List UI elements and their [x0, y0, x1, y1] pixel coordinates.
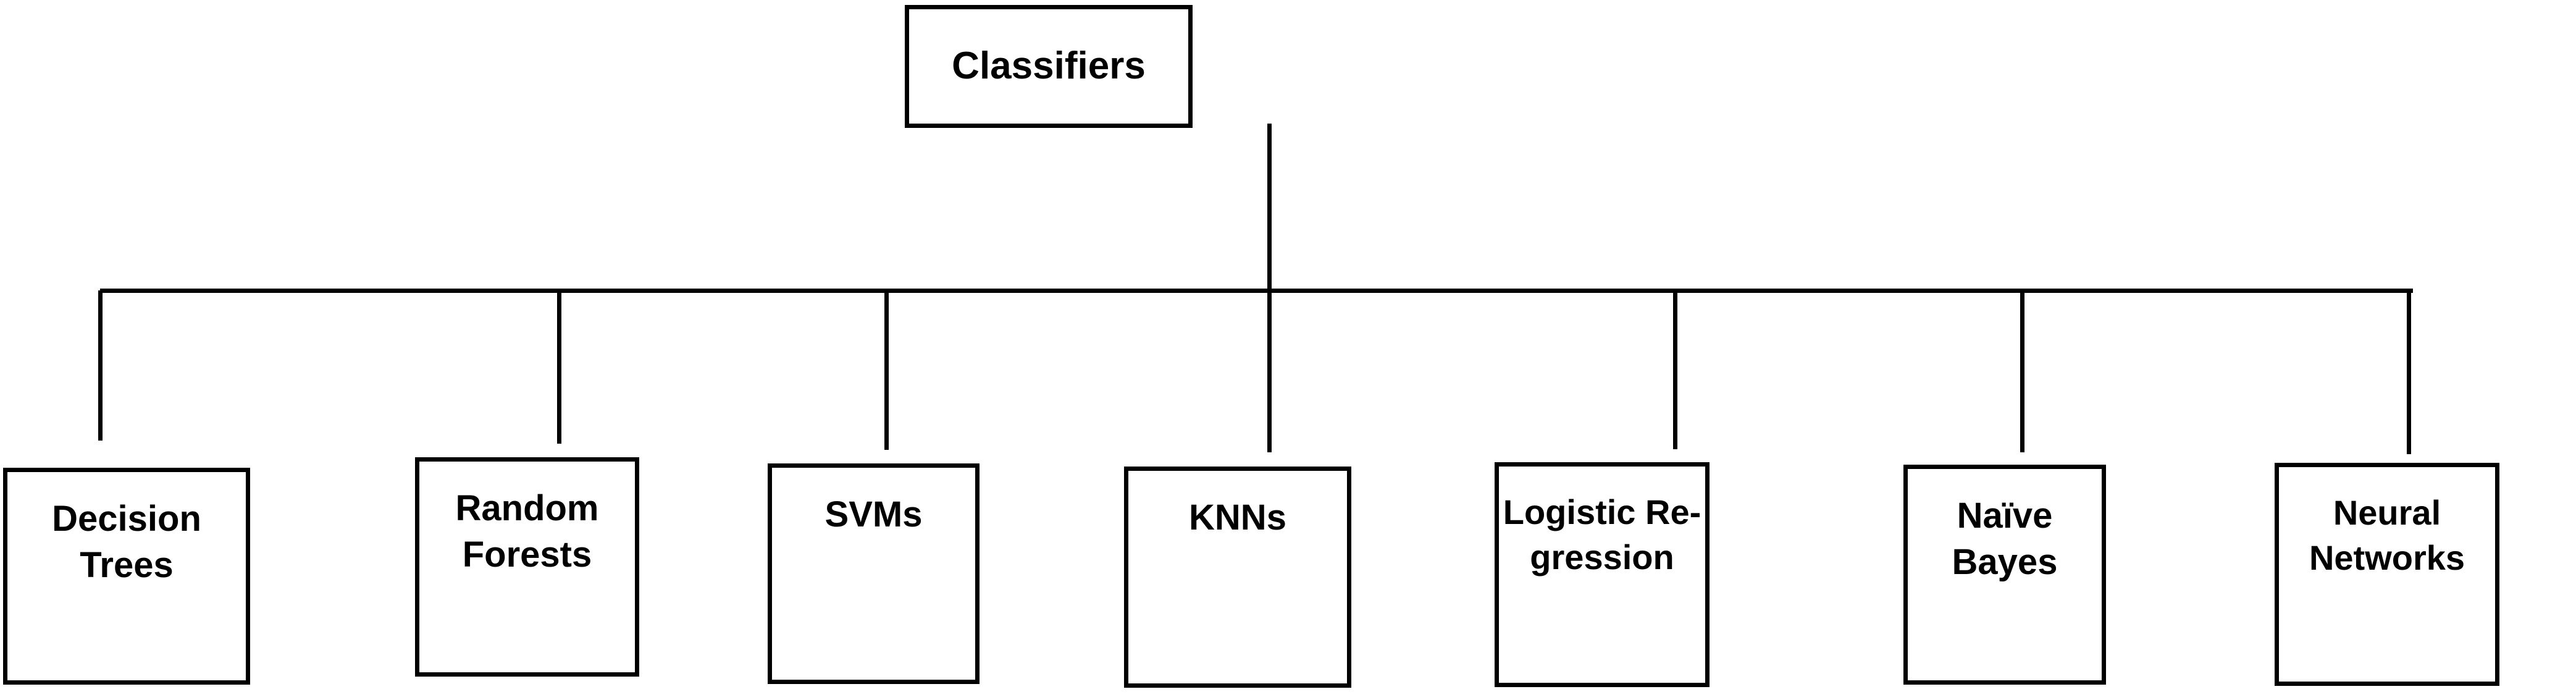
connector-drop-naive-bayes	[2020, 290, 2024, 452]
connector-root-stem	[1267, 124, 1272, 295]
node-random-forests[interactable]: Random Forests	[415, 457, 639, 677]
node-knns[interactable]: KNNs	[1124, 467, 1351, 688]
node-neural-networks[interactable]: Neural Networks	[2275, 463, 2499, 686]
connector-drop-logistic-regression	[1673, 290, 1677, 449]
node-label-naive-bayes: Naïve Bayes	[1952, 496, 2058, 583]
node-decision-trees[interactable]: Decision Trees	[3, 468, 250, 685]
node-label-random-forests: Random Forests	[455, 488, 599, 575]
node-svms[interactable]: SVMs	[768, 463, 980, 684]
connector-drop-decision-trees	[98, 290, 103, 441]
node-label-classifiers: Classifiers	[952, 44, 1146, 88]
connector-drop-svms	[884, 290, 889, 450]
node-label-neural-networks: Neural Networks	[2309, 493, 2465, 577]
node-classifiers[interactable]: Classifiers	[905, 5, 1193, 128]
node-label-decision-trees: Decision Trees	[52, 499, 201, 586]
connector-drop-random-forests	[557, 290, 561, 444]
node-label-svms: SVMs	[824, 494, 923, 534]
connector-drop-knns	[1267, 290, 1272, 452]
connector-horizontal-bus	[100, 289, 2413, 293]
node-naive-bayes[interactable]: Naïve Bayes	[1903, 465, 2106, 685]
node-logistic-regression[interactable]: Logistic Re- gression	[1495, 462, 1710, 687]
connector-drop-neural-networks	[2407, 290, 2411, 454]
node-label-logistic-regression: Logistic Re- gression	[1503, 492, 1701, 577]
node-label-knns: KNNs	[1189, 497, 1286, 538]
